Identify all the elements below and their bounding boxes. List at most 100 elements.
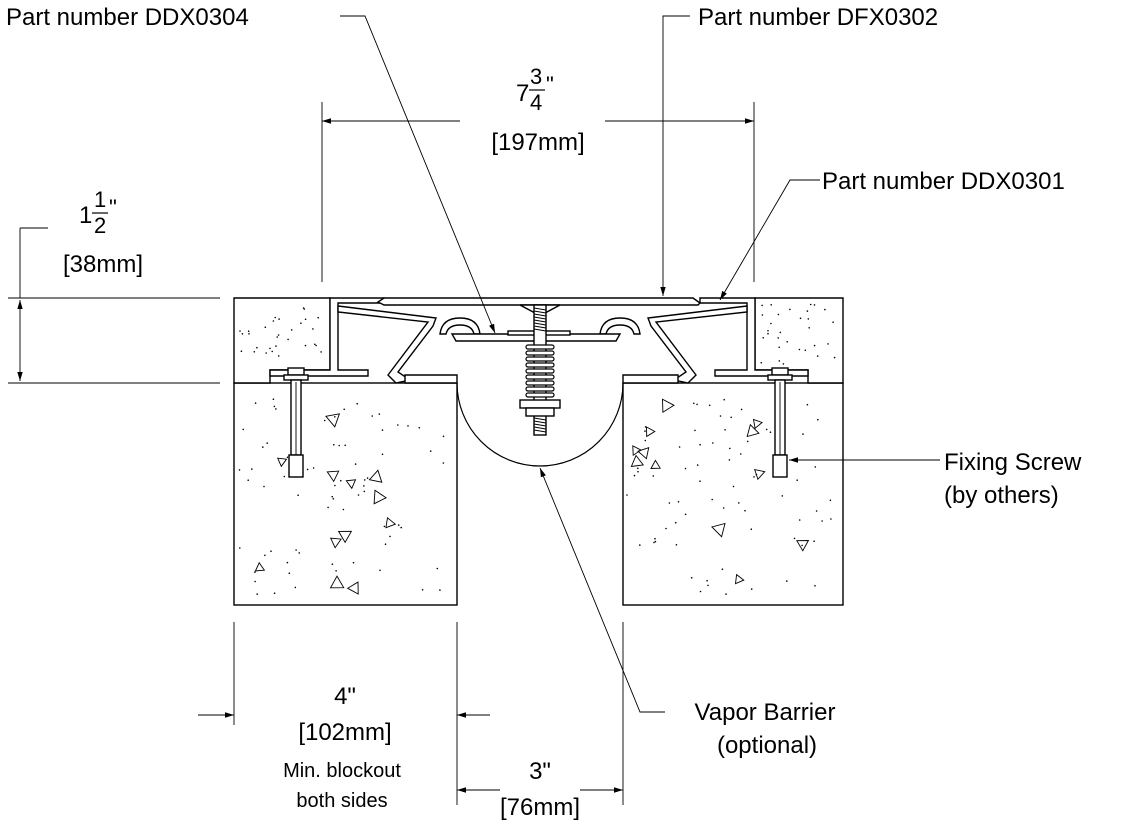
rod-thread bbox=[533, 423, 547, 427]
concrete-aggregate-dot bbox=[786, 341, 788, 343]
concrete-aggregate-dot bbox=[272, 398, 275, 401]
concrete-aggregate-stone bbox=[632, 445, 642, 457]
right-frame-extrusion bbox=[599, 297, 809, 384]
concrete-aggregate-dot bbox=[381, 453, 384, 456]
concrete-aggregate-dot bbox=[753, 476, 755, 478]
concrete-aggregate-dot bbox=[728, 459, 731, 461]
label-dfx0302: Part number DFX0302 bbox=[698, 4, 938, 31]
concrete-aggregate-dot bbox=[286, 456, 289, 459]
concrete-aggregate-stone bbox=[754, 468, 766, 481]
concrete-aggregate-dot bbox=[298, 552, 301, 554]
concrete-aggregate-dot bbox=[808, 327, 810, 329]
height-whole: 1 bbox=[79, 202, 92, 229]
concrete-aggregate-dot bbox=[294, 586, 297, 589]
concrete-aggregate-dot bbox=[762, 337, 764, 339]
concrete-aggregate-dot bbox=[312, 467, 315, 469]
concrete-aggregate-dot bbox=[304, 318, 307, 321]
rod-thread bbox=[533, 325, 547, 329]
concrete-aggregate-dot bbox=[761, 304, 763, 307]
concrete-aggregate-dot bbox=[278, 318, 280, 320]
concrete-aggregate-stone bbox=[734, 573, 745, 585]
blockout-metric-label: [102mm] bbox=[298, 719, 391, 746]
concrete-aggregate-dot bbox=[263, 485, 265, 488]
concrete-aggregate-dot bbox=[331, 563, 334, 565]
concrete-aggregate-dot bbox=[256, 593, 259, 595]
concrete-aggregate-stone bbox=[329, 537, 342, 549]
concrete-aggregate-stone bbox=[796, 540, 810, 552]
concrete-aggregate-dot bbox=[740, 453, 742, 455]
concrete-aggregate-dot bbox=[761, 314, 764, 316]
label-ddx0301: Part number DDX0301 bbox=[822, 168, 1065, 195]
gap-dimension-label: 3" bbox=[529, 758, 551, 785]
concrete-aggregate-dot bbox=[290, 329, 293, 331]
spring-nut bbox=[519, 399, 561, 417]
concrete-aggregate-dot bbox=[730, 416, 732, 419]
height-metric: [38mm] bbox=[63, 251, 143, 278]
rod-thread bbox=[533, 322, 547, 326]
concrete-aggregate-dot bbox=[719, 415, 722, 417]
concrete-aggregate-dot bbox=[247, 479, 249, 482]
concrete-aggregate-dot bbox=[344, 444, 347, 447]
concrete-aggregate-dot bbox=[677, 501, 680, 503]
concrete-aggregate-dot bbox=[824, 308, 826, 311]
concrete-aggregate-dot bbox=[696, 464, 699, 466]
concrete-aggregate-dot bbox=[813, 344, 816, 347]
rod-thread bbox=[533, 316, 547, 320]
spring-coil bbox=[525, 356, 555, 362]
concrete-aggregate-stone bbox=[385, 516, 397, 529]
left-frame-extrusion bbox=[269, 297, 481, 384]
gap-dimension bbox=[457, 622, 624, 805]
concrete-aggregate-dot bbox=[744, 509, 746, 512]
concrete-aggregate-dot bbox=[816, 355, 819, 357]
concrete-aggregate-dot bbox=[817, 418, 819, 421]
vapor-barrier-line2: (optional) bbox=[717, 732, 817, 759]
concrete-aggregate-dot bbox=[270, 550, 272, 552]
concrete-aggregate-dot bbox=[314, 343, 316, 346]
concrete-aggregate-dot bbox=[304, 344, 307, 347]
concrete-aggregate-dot bbox=[429, 450, 432, 452]
concrete-aggregate-stone bbox=[662, 398, 675, 413]
blockout-dimension bbox=[198, 622, 490, 805]
width-unit: " bbox=[546, 72, 554, 97]
concrete-aggregate-dot bbox=[750, 528, 753, 530]
concrete-aggregate-dot bbox=[303, 308, 306, 310]
concrete-aggregate-dot bbox=[335, 570, 337, 572]
concrete-aggregate-dot bbox=[711, 498, 713, 501]
concrete-aggregate-dot bbox=[781, 495, 784, 497]
rod-thread bbox=[533, 429, 547, 433]
concrete-aggregate-dot bbox=[807, 318, 810, 320]
spring-coil bbox=[525, 344, 555, 350]
concrete-aggregate-dot bbox=[254, 571, 256, 573]
gap-metric-label: [76mm] bbox=[500, 794, 580, 821]
concrete-aggregate-dot bbox=[668, 502, 671, 504]
concrete-aggregate-stone bbox=[329, 575, 345, 589]
concrete-aggregate-dot bbox=[746, 440, 749, 443]
concrete-aggregate-dot bbox=[439, 589, 441, 591]
concrete-aggregate-dot bbox=[338, 444, 341, 447]
concrete-aggregate-dot bbox=[384, 543, 387, 545]
spring-coil bbox=[525, 380, 555, 386]
width-metric: [197mm] bbox=[491, 129, 584, 156]
concrete-aggregate-dot bbox=[264, 326, 267, 329]
concrete-aggregate-dot bbox=[804, 349, 807, 352]
concrete-aggregate-dot bbox=[253, 351, 256, 353]
spring-coil bbox=[525, 374, 555, 380]
concrete-aggregate-dot bbox=[383, 525, 386, 528]
concrete-aggregate-dot bbox=[740, 408, 743, 411]
concrete-aggregate-dot bbox=[813, 540, 815, 542]
concrete-aggregate-dot bbox=[821, 520, 823, 522]
cover-plate bbox=[376, 297, 702, 314]
concrete-aggregate-dot bbox=[777, 337, 779, 339]
spring-coil bbox=[525, 368, 555, 374]
concrete-aggregate-dot bbox=[738, 502, 740, 504]
concrete-aggregate-dot bbox=[786, 580, 788, 582]
concrete-aggregate-dot bbox=[277, 355, 280, 357]
concrete-aggregate-stone bbox=[746, 423, 760, 438]
blockout-note-line2: both sides bbox=[296, 790, 387, 812]
concrete-aggregate-dot bbox=[654, 540, 657, 543]
spring-coil bbox=[525, 392, 555, 398]
height-dimension bbox=[8, 227, 220, 384]
concrete-aggregate-dot bbox=[271, 350, 274, 353]
concrete-aggregate-dot bbox=[333, 444, 335, 446]
